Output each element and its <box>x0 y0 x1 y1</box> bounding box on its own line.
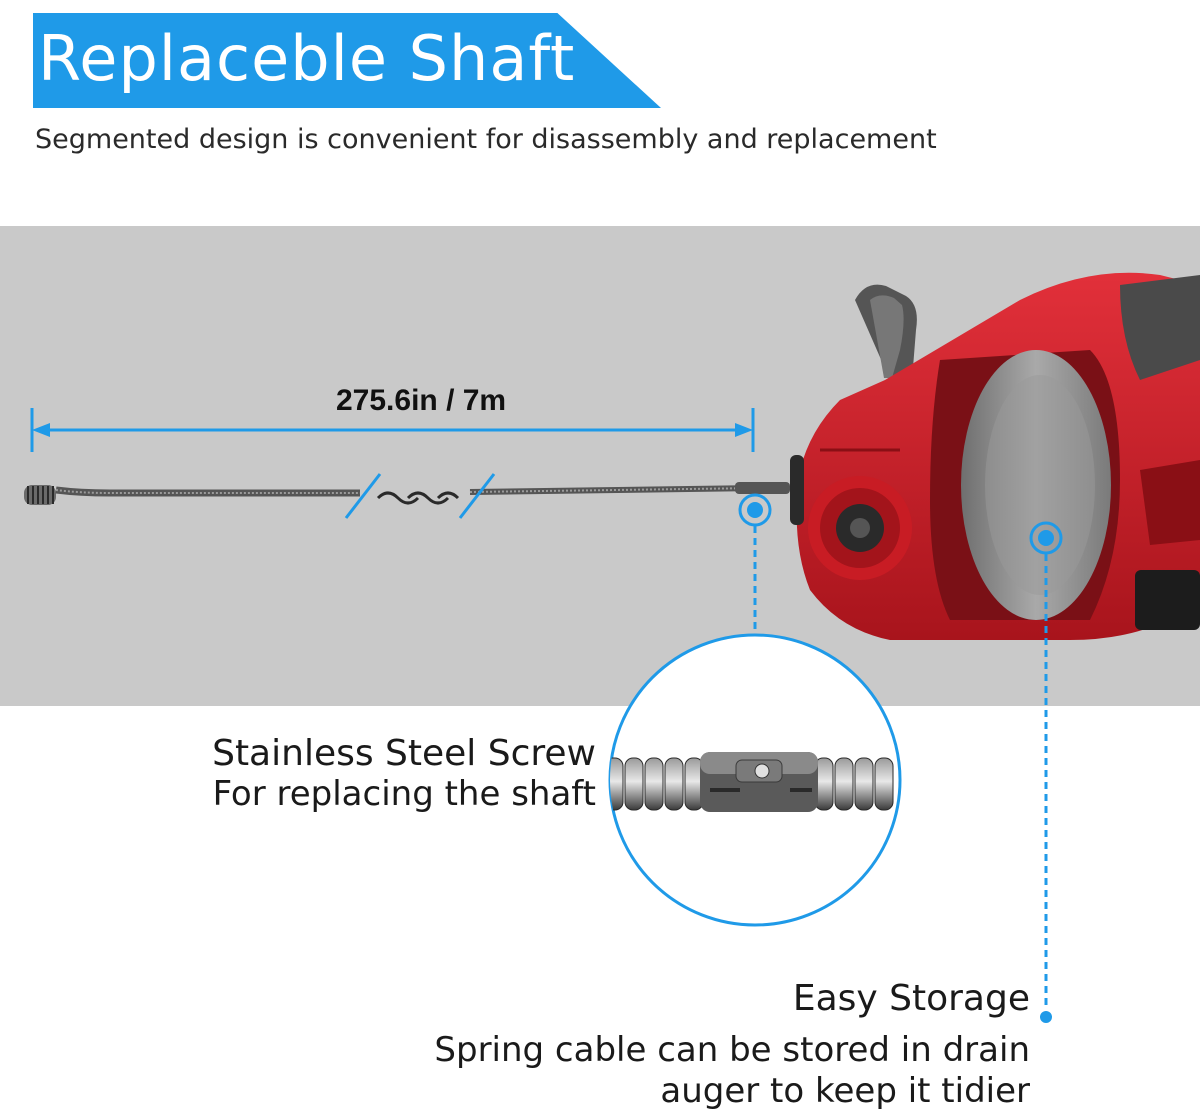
zoom-detail <box>608 633 902 927</box>
cable-length-label: 275.6in / 7m <box>336 384 507 417</box>
callout-markers <box>738 493 1063 1023</box>
storage-callout-title: Easy Storage <box>792 978 1030 1019</box>
spring-cable <box>24 482 790 505</box>
title-banner <box>33 13 661 108</box>
dimension-line <box>30 408 755 452</box>
storage-callout-description: Spring cable can be stored in drain auge… <box>434 1030 1030 1111</box>
drain-auger-tool <box>790 272 1200 640</box>
cable-break-mark <box>344 473 496 519</box>
page-title: Replaceble Shaft <box>38 22 576 95</box>
screw-callout-title: Stainless Steel Screw <box>212 733 596 774</box>
screw-callout-description: For replacing the shaft <box>212 774 596 814</box>
page-subtitle: Segmented design is convenient for disas… <box>35 124 937 155</box>
